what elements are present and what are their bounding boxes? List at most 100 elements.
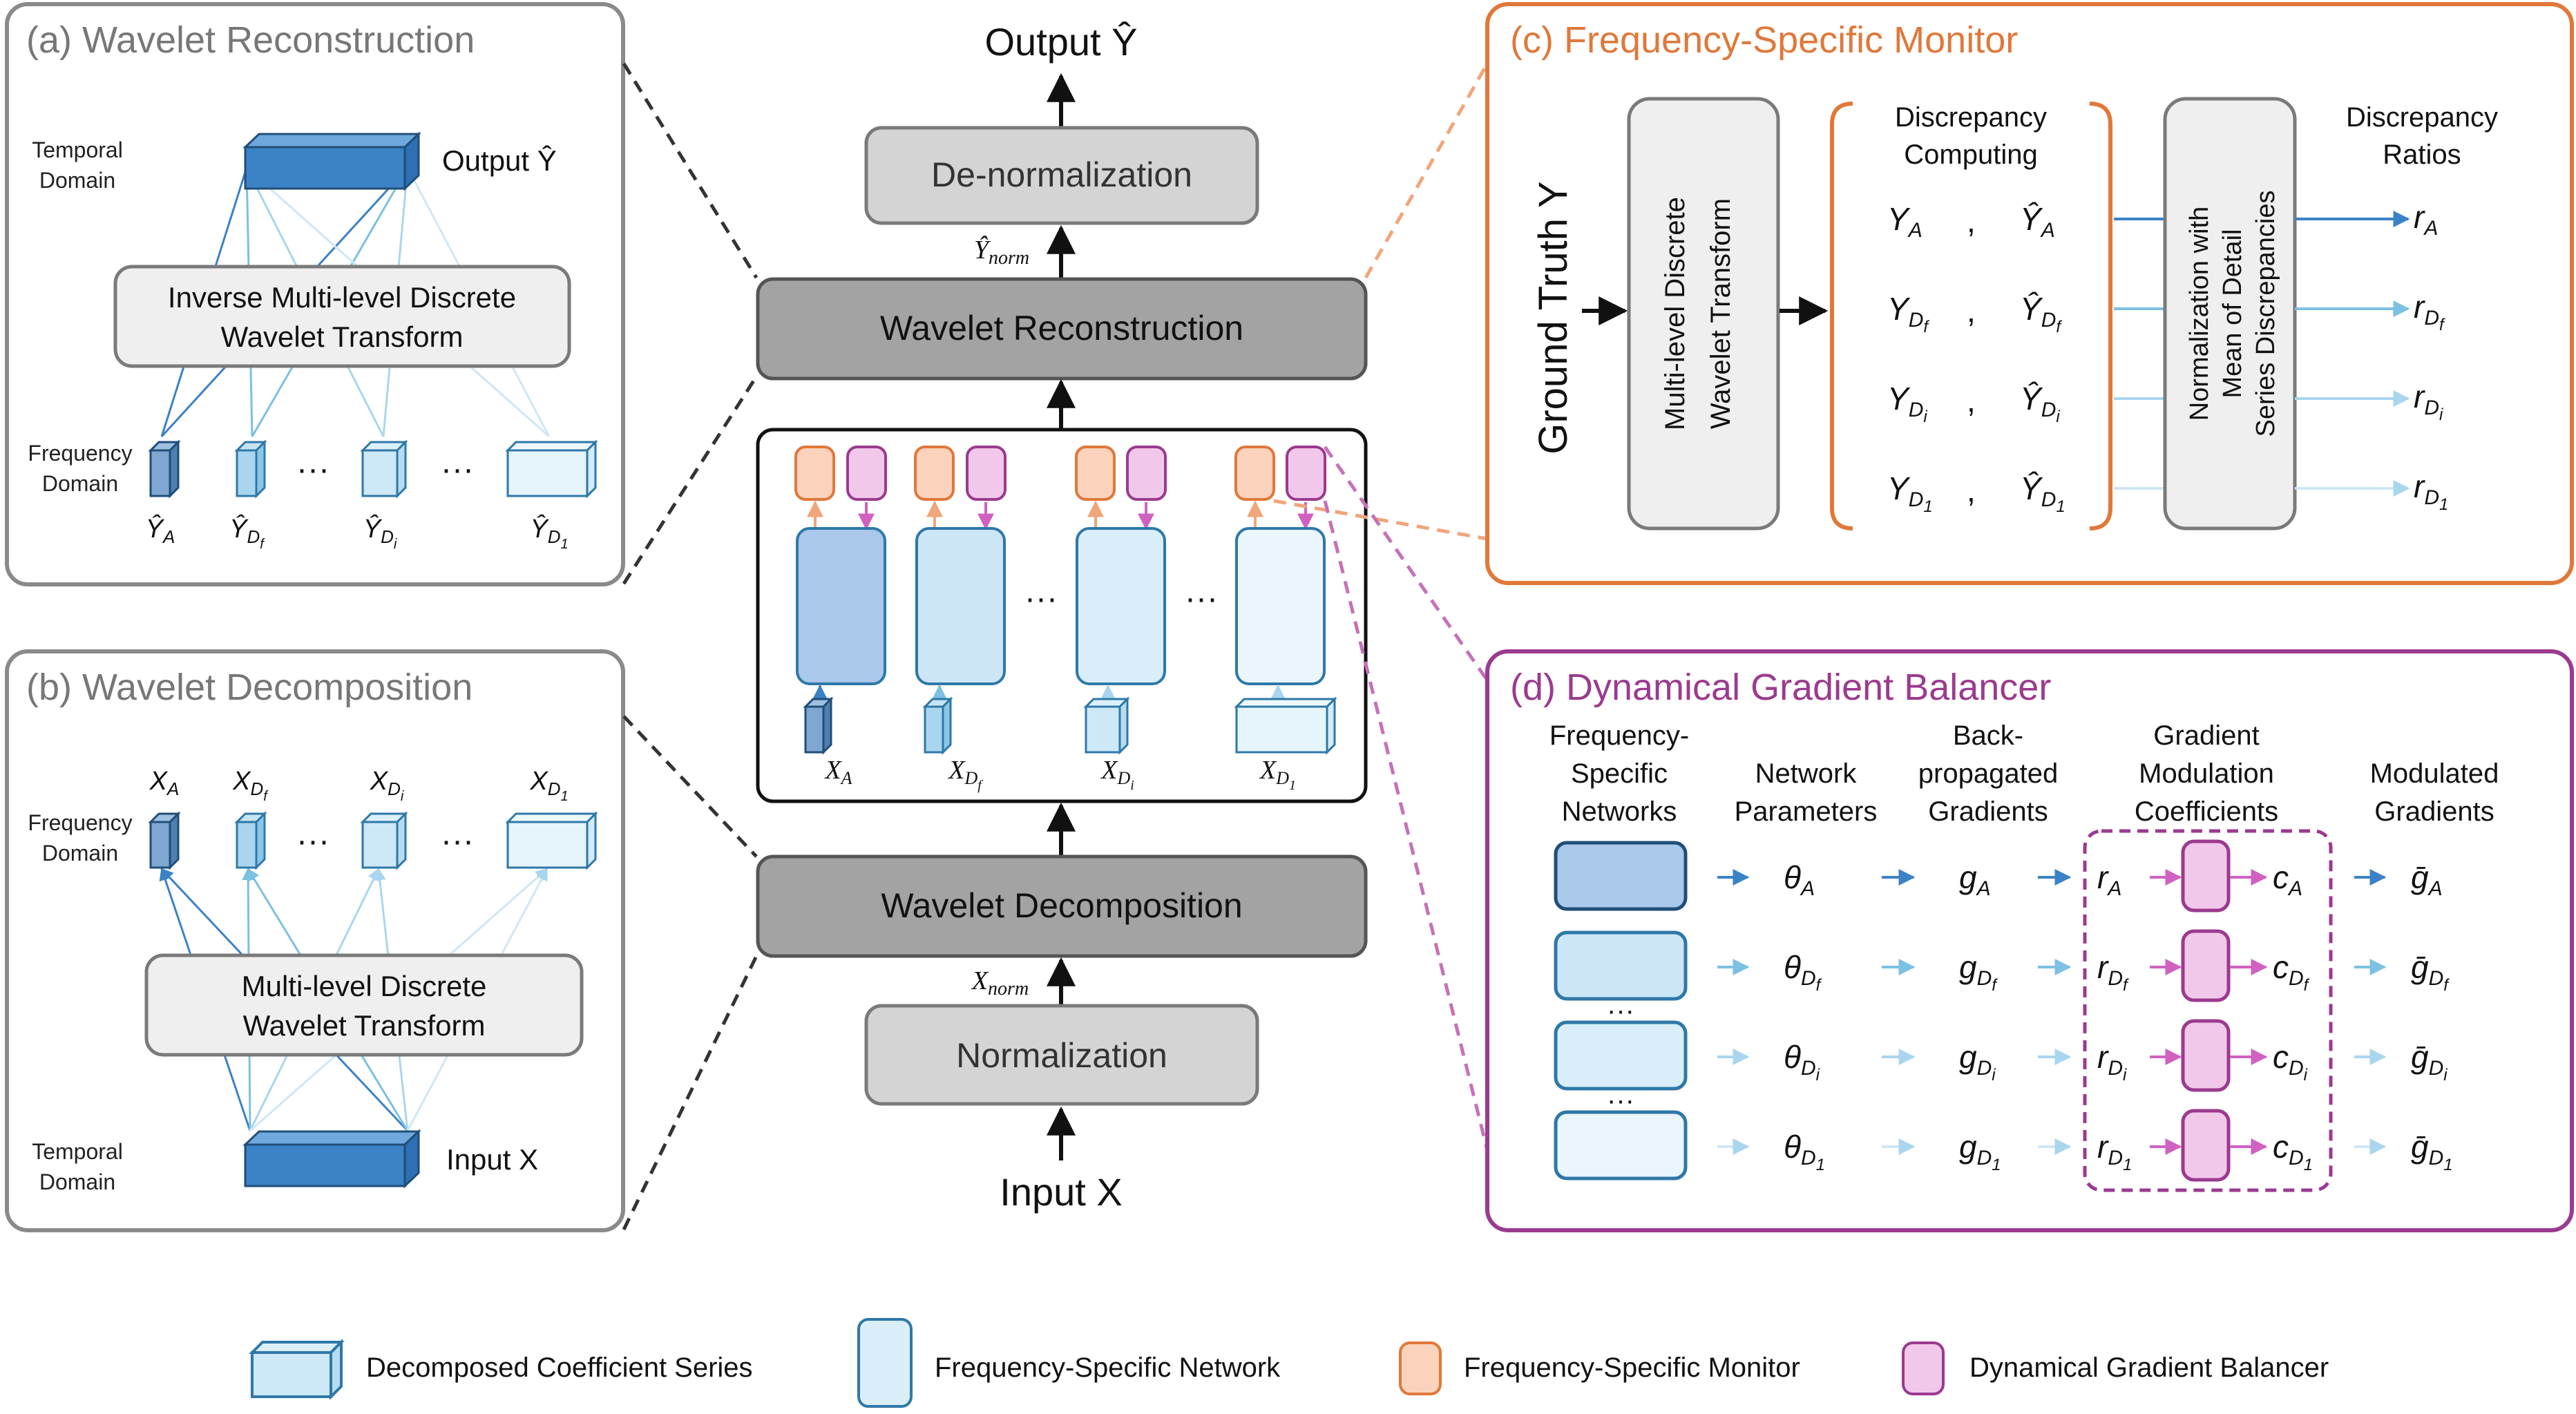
discrepancy-computing-line1: Discrepancy	[1895, 102, 2047, 133]
network-column-a: XA	[794, 446, 887, 788]
header-coeffs-2: Modulation	[2139, 758, 2274, 789]
legend-monitor-icon	[1399, 1341, 1442, 1395]
network-a	[796, 527, 886, 685]
panel-b-dwt-line2: Wavelet Transform	[243, 1009, 486, 1042]
panel-b-frequency-label-2: Domain	[42, 841, 118, 866]
d-network-d1	[1554, 1110, 1688, 1181]
discrepancy-ratios-line1: Discrepancy	[2346, 102, 2498, 133]
network-column-d1: XD1	[1234, 446, 1337, 793]
panel-c: (c) Frequency-Specific Monitor Ground Tr…	[1485, 2, 2574, 585]
normalization-ratio-line1: Normalization with	[2185, 207, 2214, 421]
panel-a-inverse-dwt-line2: Wavelet Transform	[221, 321, 464, 353]
panel-a: (a) Wavelet Reconstruction Temporal Doma…	[5, 2, 625, 586]
panel-c-dwt-box	[1627, 97, 1780, 531]
legend-network-icon	[857, 1318, 913, 1408]
panel-c-dwt-line2: Wavelet Transform	[1706, 198, 1736, 429]
panel-b-input-prism	[242, 1129, 421, 1189]
panel-b: (b) Wavelet Decomposition XA XDf XDi XD1…	[5, 649, 625, 1232]
panel-a-temporal-label-2: Domain	[39, 168, 115, 193]
mod-unit-d1	[2181, 1109, 2231, 1182]
monitor-d1	[1234, 446, 1275, 501]
network-di	[1076, 527, 1166, 685]
panel-b-title: (b) Wavelet Decomposition	[26, 667, 473, 708]
wavelet-reconstruction-label: Wavelet Reconstruction	[880, 309, 1243, 347]
wavelet-decomposition-label: Wavelet Decomposition	[881, 886, 1242, 925]
panel-a-temporal-label-1: Temporal	[32, 137, 123, 162]
comma-df: ,	[1967, 293, 1976, 329]
panel-b-frequency-label-1: Frequency	[28, 810, 132, 835]
header-grads-2: propagated	[1918, 758, 2058, 789]
panel-a-frequency-label-2: Domain	[42, 471, 118, 496]
network-container	[756, 428, 1368, 803]
y-norm-label: Ŷnorm	[974, 236, 1029, 269]
legend-monitor: Frequency-Specific Monitor	[1464, 1353, 1800, 1383]
monitor-di	[1075, 446, 1116, 501]
center-to-ab-connectors	[622, 62, 759, 1231]
header-coeffs-1: Gradient	[2153, 720, 2259, 751]
comma-di: ,	[1967, 383, 1976, 419]
discrepancy-ratios-line2: Ratios	[2383, 140, 2461, 170]
pair-commas: , , , ,	[1967, 203, 1976, 508]
mod-unit-di	[2181, 1019, 2231, 1092]
panel-a-dots-2: ···	[441, 451, 474, 488]
panel-d-headers: Frequency- Specific Networks Network Par…	[1549, 720, 2499, 827]
header-modulated-1: Modulated	[2370, 758, 2499, 789]
panel-b-dwt-box	[144, 953, 584, 1057]
normalization-ratio-box	[2163, 97, 2297, 531]
panel-d-frame	[1485, 649, 2574, 1232]
d-network-df	[1554, 930, 1688, 1001]
panel-c-title: (c) Frequency-Specific Monitor	[1510, 19, 2018, 61]
monitor-a	[794, 446, 835, 501]
center-label-xa: XA	[823, 756, 852, 788]
discrepancy-bracket-left	[1830, 102, 1853, 531]
center-to-cd-connectors	[1273, 62, 1489, 1151]
panel-a-inverse-dwt-line1: Inverse Multi-level Discrete	[168, 281, 516, 314]
panel-a-output-label: Output Ŷ	[442, 144, 557, 177]
denorm-label: De-normalization	[931, 155, 1192, 194]
normalization-label: Normalization	[956, 1036, 1167, 1075]
balancer-d1	[1286, 446, 1326, 501]
mod-unit-df	[2181, 929, 2231, 1002]
network-column-df: XDf	[914, 446, 1006, 793]
balancer-df	[966, 446, 1006, 501]
denorm-box	[864, 126, 1259, 225]
panel-a-title: (a) Wavelet Reconstruction	[26, 19, 475, 61]
panel-a-inverse-dwt-box	[113, 265, 571, 368]
header-params-2: Parameters	[1735, 796, 1878, 827]
pair-a-y: YA	[1887, 201, 1923, 242]
header-grads-3: Gradients	[1928, 796, 2048, 827]
panel-a-cube-a	[148, 439, 181, 499]
d-dots-2: ···	[1607, 1085, 1634, 1116]
panel-a-cube-df	[234, 439, 267, 499]
panel-b-cube-d1	[505, 811, 598, 870]
panel-a-cube-d1	[505, 439, 598, 499]
comma-a: ,	[1967, 203, 1976, 239]
panel-a-dots-1: ···	[296, 451, 330, 488]
x-norm-label: Xnorm	[971, 966, 1029, 1000]
legend-balancer: Dynamical Gradient Balancer	[1969, 1353, 2329, 1383]
normalization-ratio-line3: Series Discrepancies	[2251, 191, 2280, 437]
normalization-ratio-line2: Mean of Detail	[2218, 229, 2247, 398]
center-pipeline: Output Ŷ De-normalization Ŷnorm Wavelet …	[756, 20, 1368, 1214]
panel-b-dots-1: ···	[296, 823, 330, 859]
panel-b-temporal-label-2: Domain	[39, 1169, 115, 1194]
panel-d-row-arrows	[1717, 869, 2387, 1155]
panel-b-frame	[5, 649, 625, 1232]
center-output-label: Output Ŷ	[984, 20, 1137, 64]
header-networks-2: Specific	[1571, 758, 1668, 789]
panel-b-cube-a	[148, 811, 181, 870]
legend-cube-icon	[249, 1339, 345, 1400]
header-networks-1: Frequency-	[1549, 720, 1689, 751]
balancer-a	[846, 446, 887, 501]
panel-b-dots-2: ···	[441, 823, 474, 859]
header-grads-1: Back-	[1953, 720, 2023, 751]
network-df	[915, 527, 1006, 685]
ground-truth-label: Ground Truth Y	[1531, 181, 1576, 455]
mod-unit-a	[2181, 839, 2231, 913]
legend-network: Frequency-Specific Network	[935, 1353, 1281, 1383]
panel-b-temporal-label-1: Temporal	[32, 1139, 123, 1164]
discrepancy-bracket-right	[2089, 102, 2112, 531]
d-network-di	[1554, 1020, 1688, 1091]
